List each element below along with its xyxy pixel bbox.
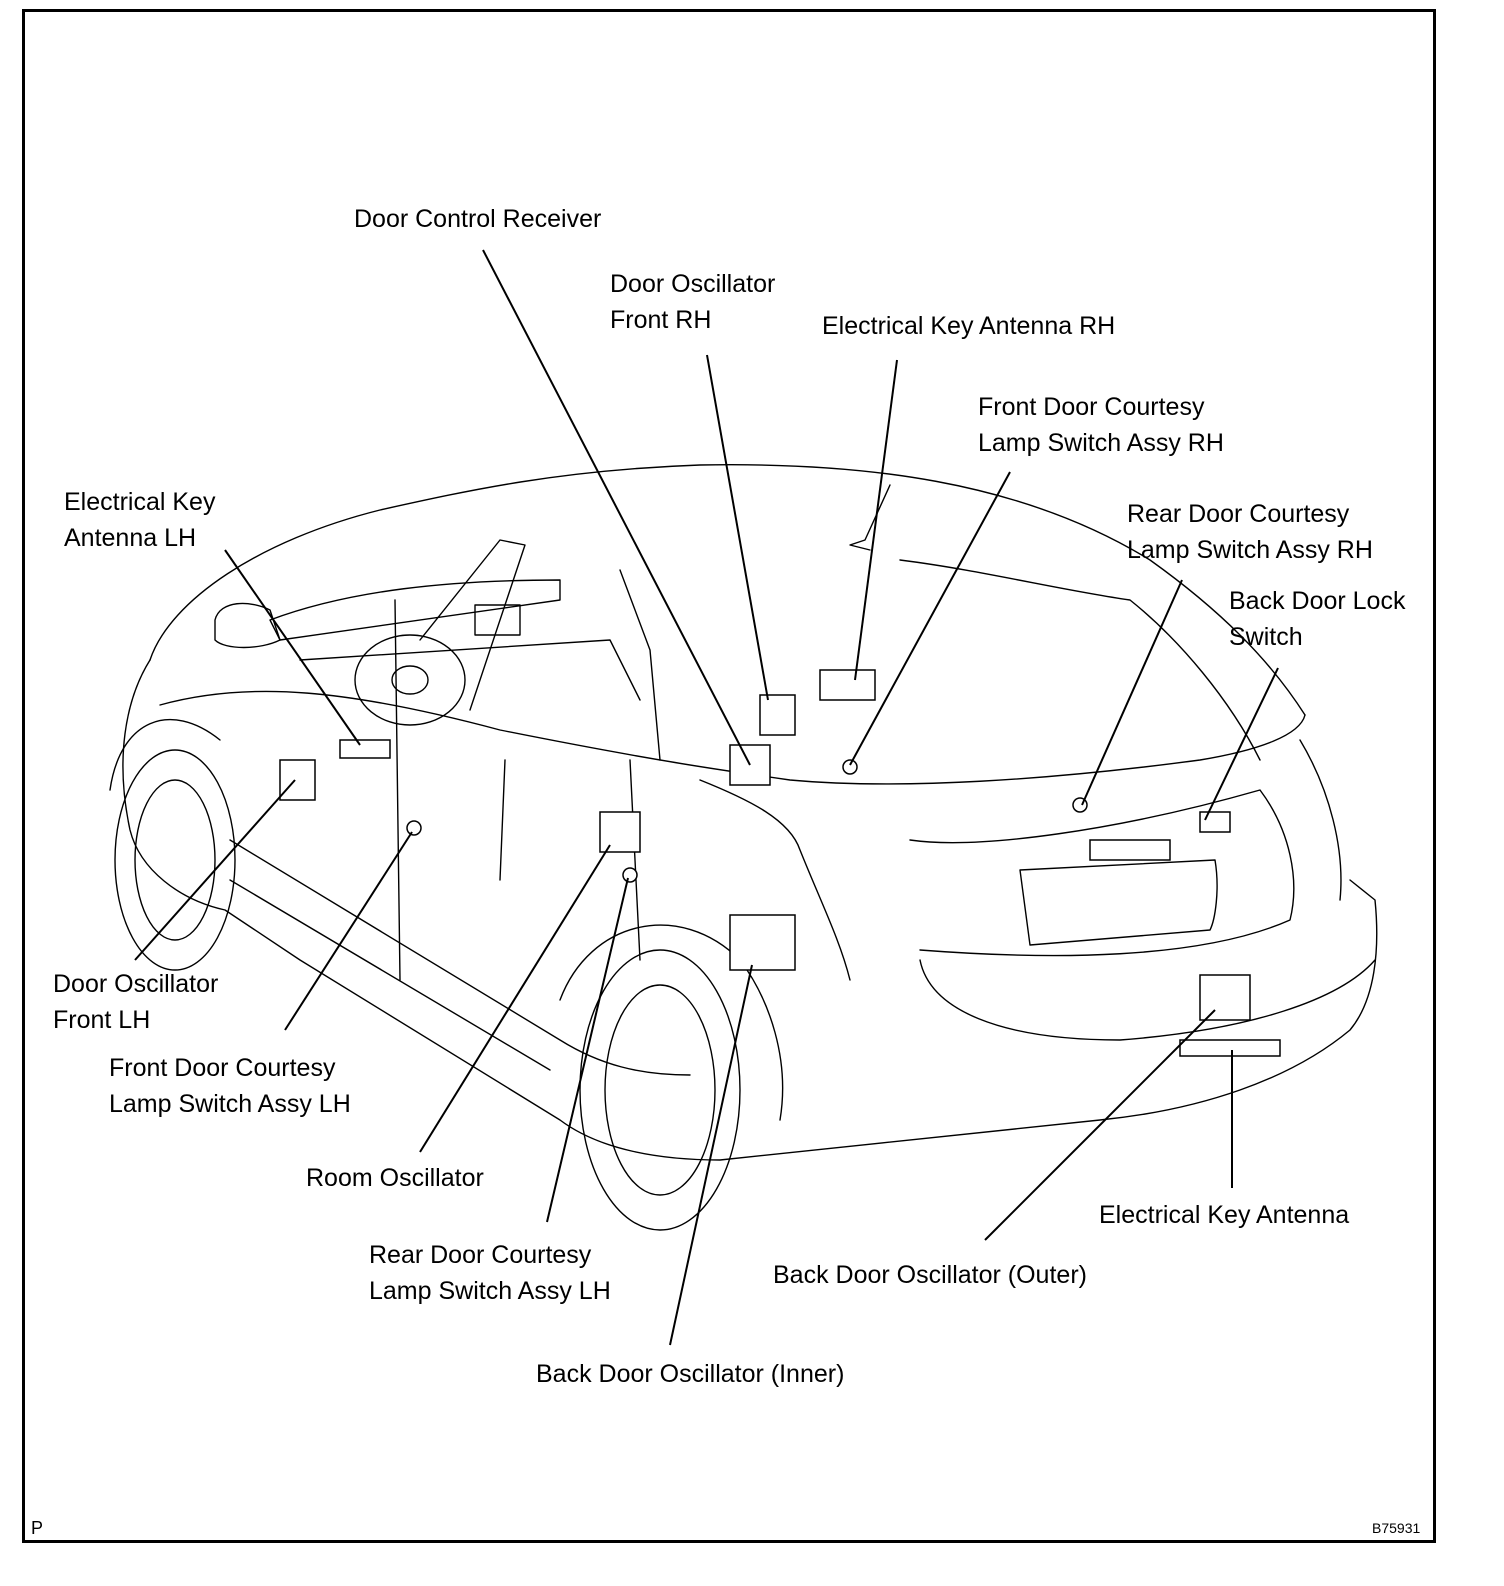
back-door-osc-outer-part <box>1199 974 1251 1021</box>
steering-hub <box>391 665 429 695</box>
leader-back-door-osc-inner <box>669 964 753 1346</box>
label-door-osc-front-lh-2: Front LH <box>53 1006 151 1034</box>
b-pillar <box>619 569 661 761</box>
back-door-osc-inner-part <box>729 914 796 971</box>
front-door-line <box>394 599 401 981</box>
label-rear-courtesy-rh-2: Lamp Switch Assy RH <box>1127 536 1373 564</box>
car-body-side <box>122 659 1378 1161</box>
leader-rear-courtesy-lh <box>546 877 629 1223</box>
ek-antenna-rear-part <box>1179 1039 1281 1057</box>
rear-wheel-inner <box>604 984 716 1196</box>
leader-ek-antenna-lh <box>224 549 361 746</box>
label-rear-courtesy-lh-1: Rear Door Courtesy <box>369 1241 592 1269</box>
handle-rear-part <box>1089 839 1171 861</box>
diagram-frame <box>22 9 1436 1543</box>
rear-quarter <box>629 759 851 981</box>
leader-back-door-lock <box>1204 667 1279 821</box>
rear-wheel <box>579 949 741 1231</box>
car-rocker <box>229 839 691 1076</box>
tail-light-right <box>1299 739 1342 901</box>
front-courtesy-lh-part <box>406 820 422 836</box>
leader-rear-courtesy-rh <box>1081 579 1183 806</box>
label-rear-courtesy-lh-2: Lamp Switch Assy LH <box>369 1277 611 1305</box>
dashboard <box>269 579 561 641</box>
leader-door-control-receiver <box>482 249 751 766</box>
ek-antenna-lh-part <box>339 739 391 759</box>
rear-bumper <box>919 959 1376 1041</box>
leader-ek-antenna-rh <box>854 359 898 681</box>
license-plate-area <box>1019 859 1218 946</box>
hatch-outline <box>909 789 1295 957</box>
front-wheel-inner <box>134 779 216 941</box>
label-rear-courtesy-rh-1: Rear Door Courtesy <box>1127 500 1350 528</box>
label-front-courtesy-rh-2: Lamp Switch Assy RH <box>978 429 1224 457</box>
car-lower-side <box>229 879 551 1071</box>
leader-back-door-osc-outer <box>984 1009 1216 1241</box>
label-back-door-osc-inner: Back Door Oscillator (Inner) <box>536 1360 845 1388</box>
room-oscillator-part <box>599 811 641 853</box>
a-pillar <box>419 539 526 711</box>
label-door-osc-front-rh-1: Door Oscillator <box>610 270 776 298</box>
leader-room-oscillator <box>419 844 611 1153</box>
steering-wheel <box>354 634 466 726</box>
car-beltline <box>159 690 1306 785</box>
roof-antenna <box>849 484 891 551</box>
leader-door-osc-front-lh <box>134 779 296 961</box>
rear-door-line <box>499 759 506 881</box>
label-door-control-receiver: Door Control Receiver <box>354 205 602 233</box>
label-door-osc-front-lh-1: Door Oscillator <box>53 970 219 998</box>
label-ek-antenna-lh-2: Antenna LH <box>64 524 197 552</box>
label-ek-antenna-rh: Electrical Key Antenna RH <box>822 312 1116 340</box>
label-back-door-lock-1: Back Door Lock <box>1229 587 1406 615</box>
label-back-door-osc-outer: Back Door Oscillator (Outer) <box>773 1261 1087 1289</box>
rear-courtesy-lh-part <box>622 867 638 883</box>
front-wheel <box>114 749 236 971</box>
back-door-lock-switch-part <box>1199 811 1231 833</box>
front-wheel-arch <box>109 718 221 791</box>
front-courtesy-rh-part <box>842 759 858 775</box>
leader-door-osc-front-rh <box>706 354 769 701</box>
door-osc-front-rh-part <box>759 694 796 736</box>
center-display <box>474 604 521 636</box>
side-mirror <box>214 602 281 649</box>
label-front-courtesy-lh-2: Lamp Switch Assy LH <box>109 1090 351 1118</box>
figure-code: B75931 <box>1372 1520 1421 1536</box>
label-door-osc-front-rh-2: Front RH <box>610 306 712 334</box>
ek-antenna-rh-part <box>819 669 876 701</box>
label-ek-antenna-lh-1: Electrical Key <box>64 488 216 516</box>
door-oscillator-front-lh-part <box>279 759 316 801</box>
label-front-courtesy-lh-1: Front Door Courtesy <box>109 1054 336 1082</box>
label-front-courtesy-rh-1: Front Door Courtesy <box>978 393 1205 421</box>
hatch-glass <box>899 559 1261 761</box>
leader-front-courtesy-lh <box>284 831 413 1031</box>
label-ek-antenna: Electrical Key Antenna <box>1099 1201 1350 1229</box>
label-room-oscillator: Room Oscillator <box>306 1164 484 1192</box>
corner-left-mark: P <box>31 1518 44 1538</box>
dash-line <box>299 639 641 701</box>
label-back-door-lock-2: Switch <box>1229 623 1303 651</box>
leader-front-courtesy-rh <box>849 471 1011 766</box>
